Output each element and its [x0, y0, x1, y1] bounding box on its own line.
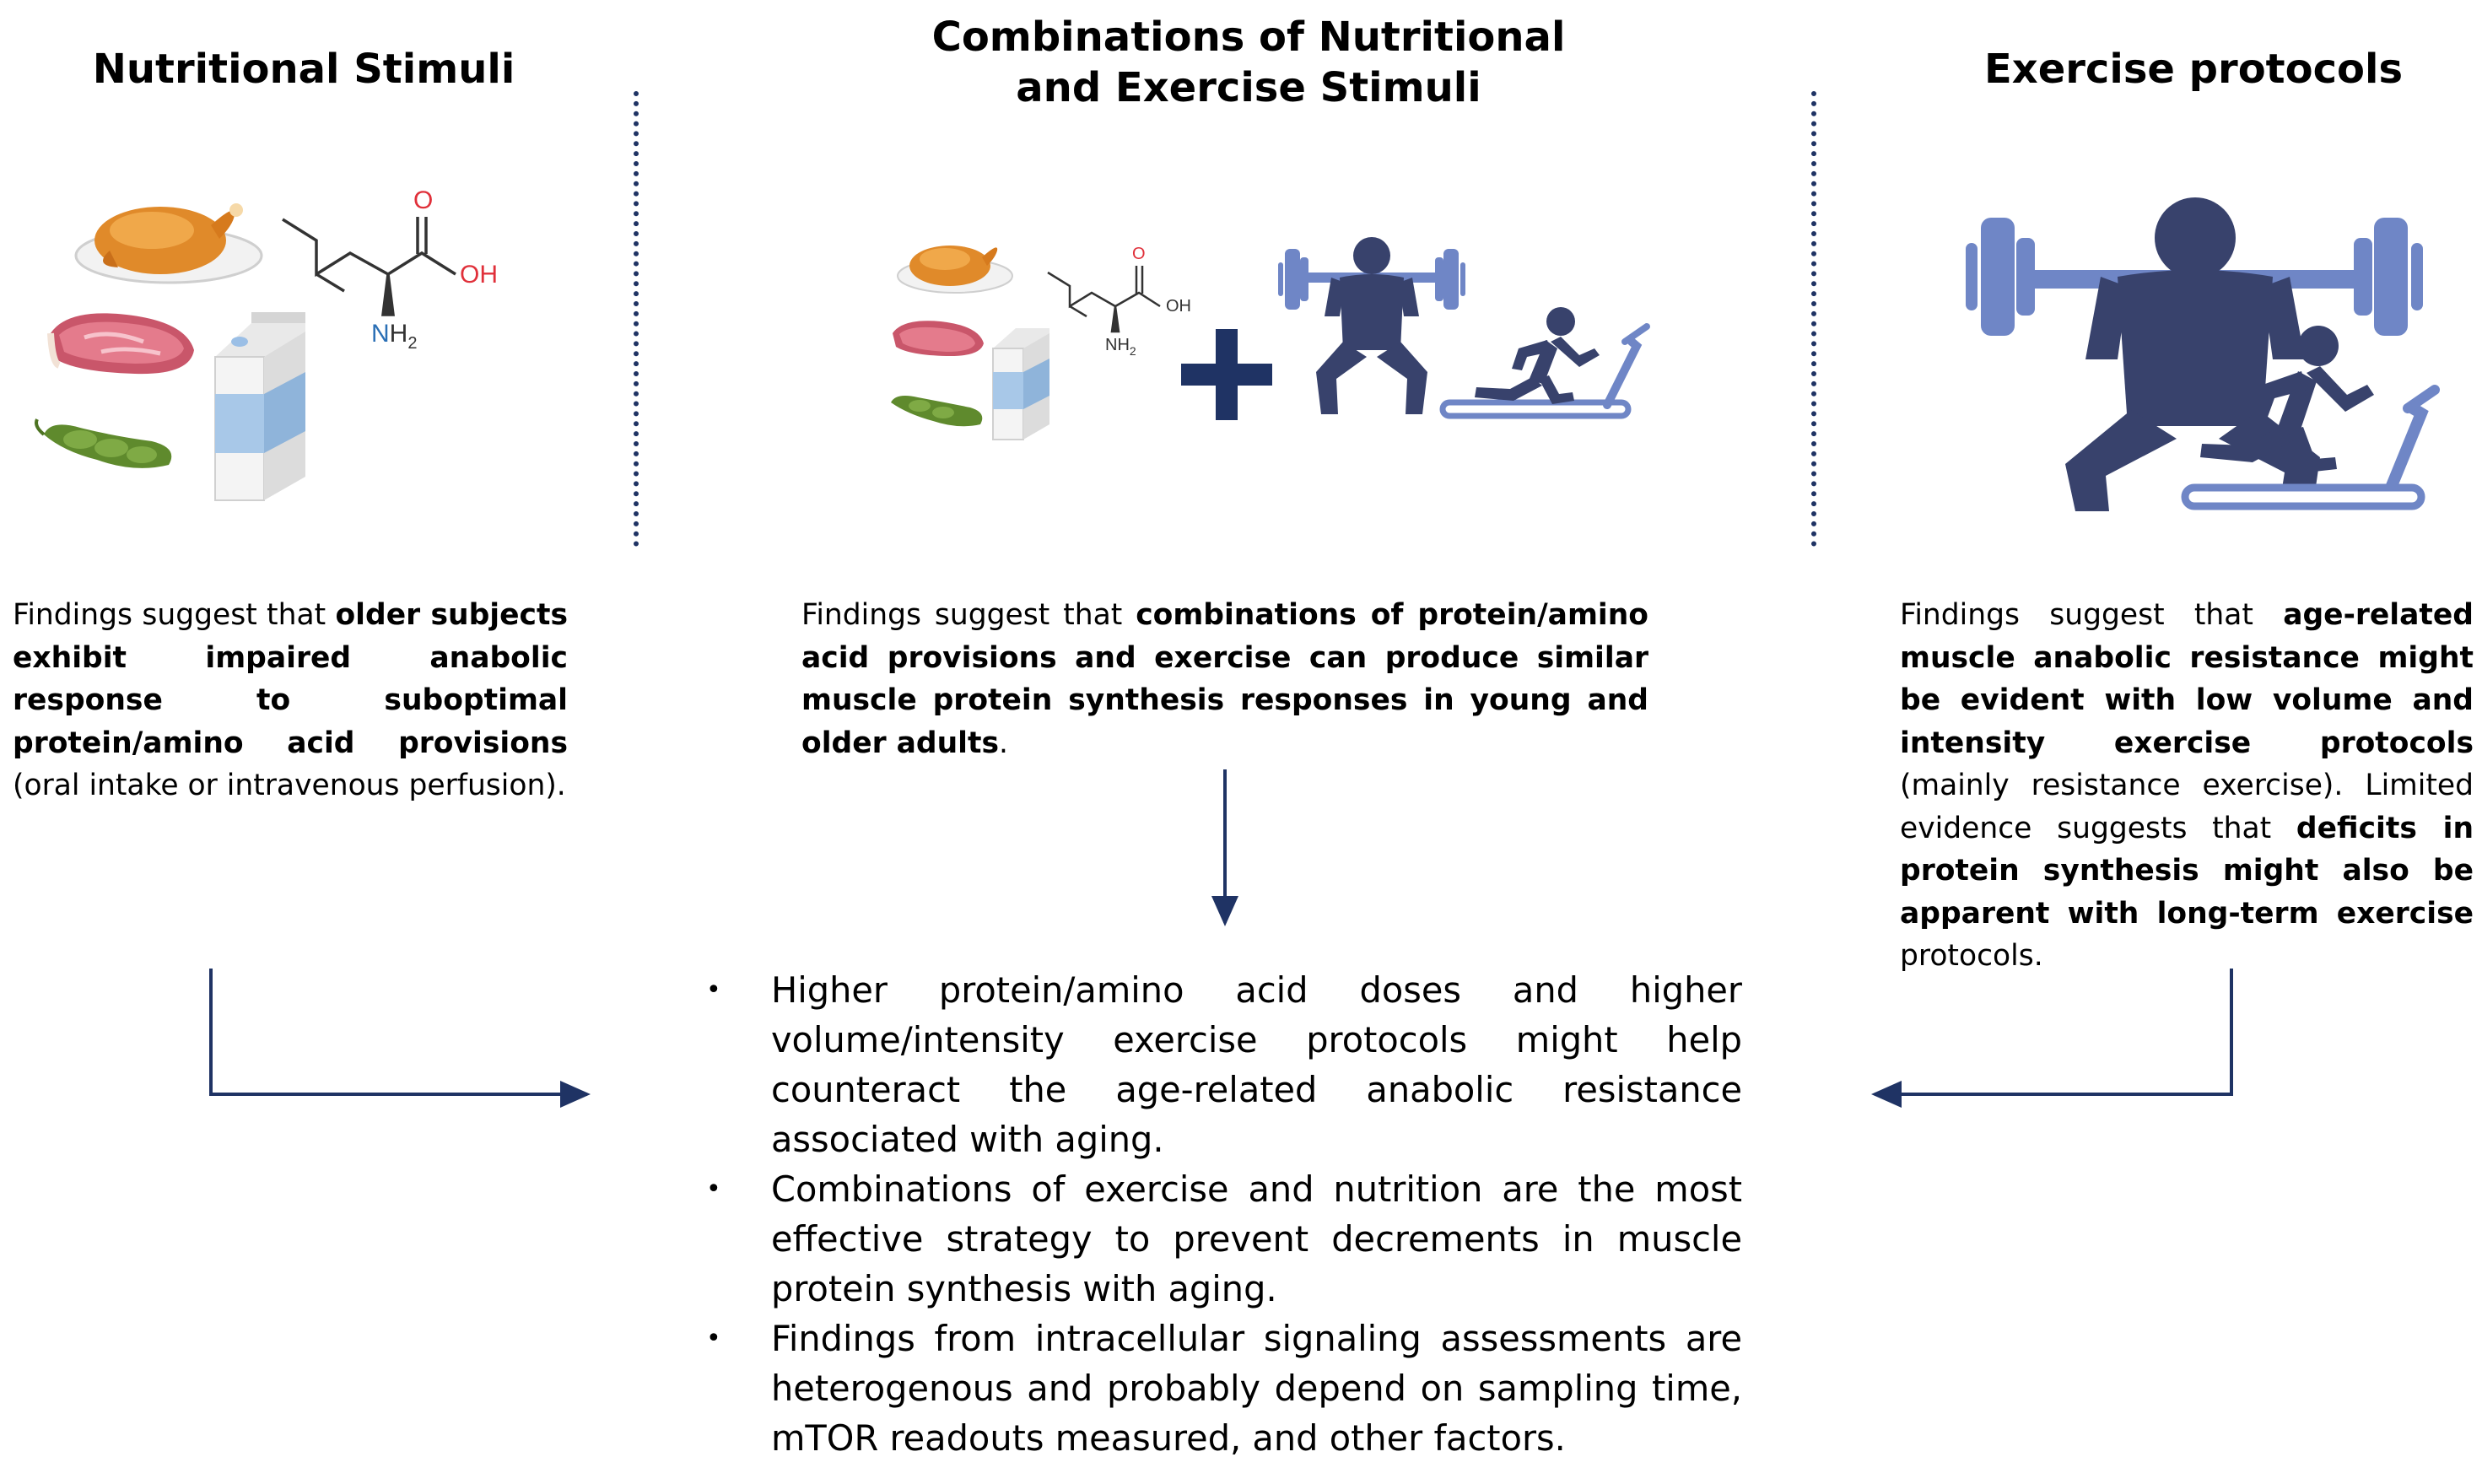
- oxygen-label-small: O: [1132, 245, 1146, 263]
- bullet-marker: •: [706, 975, 721, 1005]
- leucine-molecule-icon: [282, 217, 456, 316]
- conclusion-item: • Higher protein/amino acid doses and hi…: [692, 965, 1742, 1164]
- divider-left: [634, 91, 639, 547]
- middle-findings-text: Findings suggest that combinations of pr…: [801, 598, 1649, 760]
- right-title: Exercise protocols: [1983, 46, 2404, 93]
- squat-lifter-icon: [1966, 197, 2423, 511]
- nutrition-illustration: O OH NH2: [35, 186, 498, 501]
- left-elbow-arrow: [209, 969, 591, 1108]
- divider-right: [1811, 91, 1816, 547]
- bullet-marker: •: [706, 1174, 721, 1204]
- conclusion-item: • Combinations of exercise and nutrition…: [692, 1164, 1742, 1314]
- hydroxyl-label-small: OH: [1166, 297, 1191, 316]
- milk-carton-icon: [214, 312, 305, 501]
- combined-illustration: O OH NH2: [891, 237, 1650, 440]
- hydroxyl-label: OH: [460, 261, 498, 289]
- left-title: Nutritional Stimuli: [92, 46, 515, 93]
- amine-n-label: NH2: [371, 320, 417, 353]
- roast-chicken-icon: [74, 203, 263, 284]
- right-findings-text: Findings suggest that age-related muscle…: [1900, 598, 2474, 973]
- roast-chicken-icon-small: [897, 246, 1013, 294]
- amine-n-label-small: NH2: [1105, 336, 1136, 358]
- plus-icon: [1181, 329, 1272, 420]
- middle-title: Combinations of Nutritional and Exercise…: [861, 12, 1637, 113]
- bullet-marker: •: [706, 1324, 721, 1353]
- bean-pod-icon: [35, 418, 172, 468]
- right-elbow-arrow: [1871, 969, 2233, 1108]
- treadmill-runner-icon-small: [1439, 307, 1650, 419]
- oxygen-label: O: [413, 186, 433, 214]
- treadmill-runner-icon: [2181, 326, 2440, 510]
- leucine-molecule-icon-small: [1047, 266, 1161, 333]
- steak-icon: [47, 313, 194, 375]
- steak-icon-small: [893, 321, 984, 357]
- milk-carton-icon-small: [992, 328, 1049, 440]
- conclusion-list: • Higher protein/amino acid doses and hi…: [692, 965, 1742, 1463]
- middle-title-line1: Combinations of Nutritional: [931, 13, 1566, 61]
- left-findings-text: Findings suggest that older subjects exh…: [13, 598, 568, 802]
- squat-lifter-icon-small: [1278, 237, 1465, 414]
- exercise-illustration: [1966, 197, 2440, 511]
- conclusion-item: • Findings from intracellular signaling …: [692, 1314, 1742, 1463]
- middle-title-line2: and Exercise Stimuli: [1016, 64, 1481, 111]
- bean-pod-icon-small: [891, 396, 983, 427]
